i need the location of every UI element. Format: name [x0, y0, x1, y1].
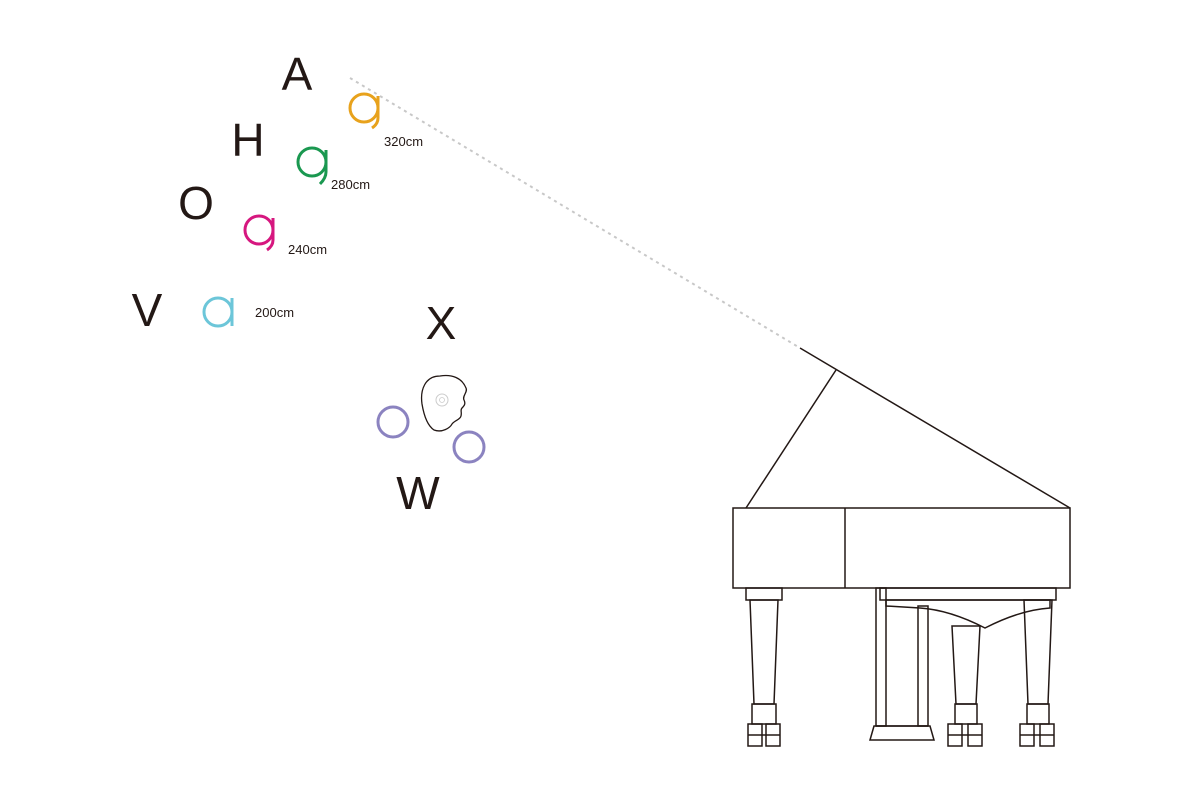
binaural-mic-left-icon: [376, 405, 410, 439]
position-label-v: V: [131, 284, 163, 336]
distance-label-a: 320cm: [384, 134, 424, 149]
piano-lid-prop: [745, 369, 837, 509]
mic-axis-dotted-line: [349, 77, 801, 349]
distance-label-h: 280cm: [331, 177, 371, 192]
position-label-x: X: [425, 297, 457, 349]
mic-a-icon: [348, 92, 380, 130]
grand-piano-icon: [732, 347, 1071, 747]
position-label-w: W: [396, 467, 440, 519]
binaural-mic-right-icon: [452, 430, 486, 464]
mic-v-icon: [202, 296, 234, 328]
position-label-h: H: [231, 114, 265, 166]
distance-label-v: 200cm: [255, 305, 295, 320]
distance-label-o: 240cm: [288, 242, 328, 257]
position-label-o: O: [178, 177, 214, 229]
mic-h-icon: [296, 146, 328, 186]
mic-o-icon: [243, 214, 275, 252]
piano-lid: [799, 347, 1071, 509]
piano-body: [732, 507, 1071, 589]
dummy-head-icon: [420, 374, 468, 432]
position-label-a: A: [281, 48, 313, 100]
